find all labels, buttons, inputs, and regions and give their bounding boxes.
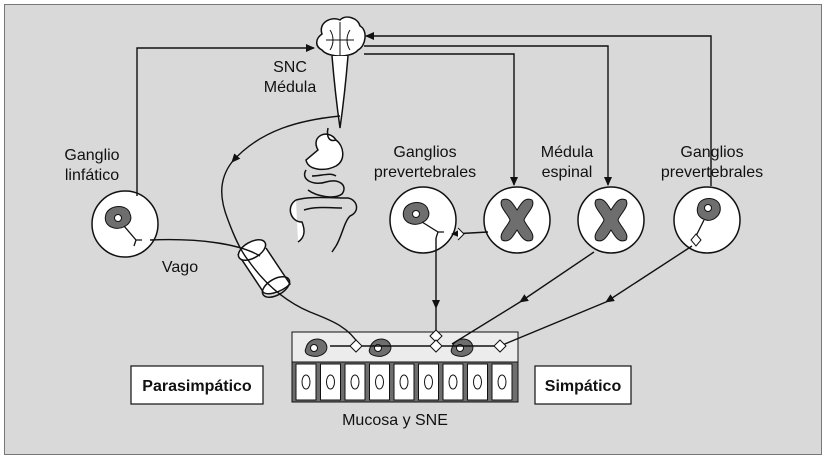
parasympathetic-box: Parasimpático [130, 365, 264, 405]
mucosa-label: Mucosa y SNE [342, 412, 448, 429]
epithelial-nucleus [473, 374, 482, 390]
sympathetic-box: Simpático [534, 365, 632, 405]
spinal-label-line2: espinal [542, 164, 593, 181]
spinal-cord-section-1 [483, 186, 551, 254]
lymph-node-cell [91, 190, 159, 258]
vagus-label: Vago [162, 259, 198, 276]
gut-icon [289, 127, 358, 253]
spinal-cord-section-2 [577, 186, 645, 254]
parasympathetic-label: Parasimpático [142, 378, 252, 395]
epithelial-nucleus [375, 374, 384, 390]
epithelial-nucleus [399, 374, 409, 390]
epithelial-nucleus [424, 374, 433, 390]
epithelial-nucleus [448, 374, 458, 390]
enteric-neuron [368, 338, 392, 357]
enteric-neuron [304, 338, 328, 357]
cns-brain-icon [316, 16, 366, 129]
cns-label-line2: Médula [264, 79, 317, 96]
epithelial-nucleus [326, 374, 335, 390]
spinal-label-line1: Médula [541, 144, 594, 161]
prevertebral-2-label-line1: Ganglios [680, 144, 743, 161]
lymph-label-line2: linfático [65, 167, 119, 184]
prevertebral-ganglion-2 [673, 186, 741, 254]
lymph-label-line1: Ganglio [64, 147, 119, 164]
vagus-nerve-cylinder [237, 239, 291, 298]
prevertebral-2-label-line2: prevertebrales [661, 164, 763, 181]
epithelial-nucleus [350, 374, 360, 390]
sympathetic-label: Simpático [545, 378, 622, 395]
prevertebral-1-label-line2: prevertebrales [374, 164, 476, 181]
cns-label-line1: SNC [273, 59, 307, 76]
prevertebral-ganglion-1 [389, 186, 457, 254]
prevertebral-1-label-line1: Ganglios [393, 144, 456, 161]
epithelial-nucleus [497, 374, 507, 390]
mucosa-layer [291, 331, 519, 403]
synapse-markers [349, 227, 507, 353]
epithelial-nucleus [301, 374, 311, 390]
